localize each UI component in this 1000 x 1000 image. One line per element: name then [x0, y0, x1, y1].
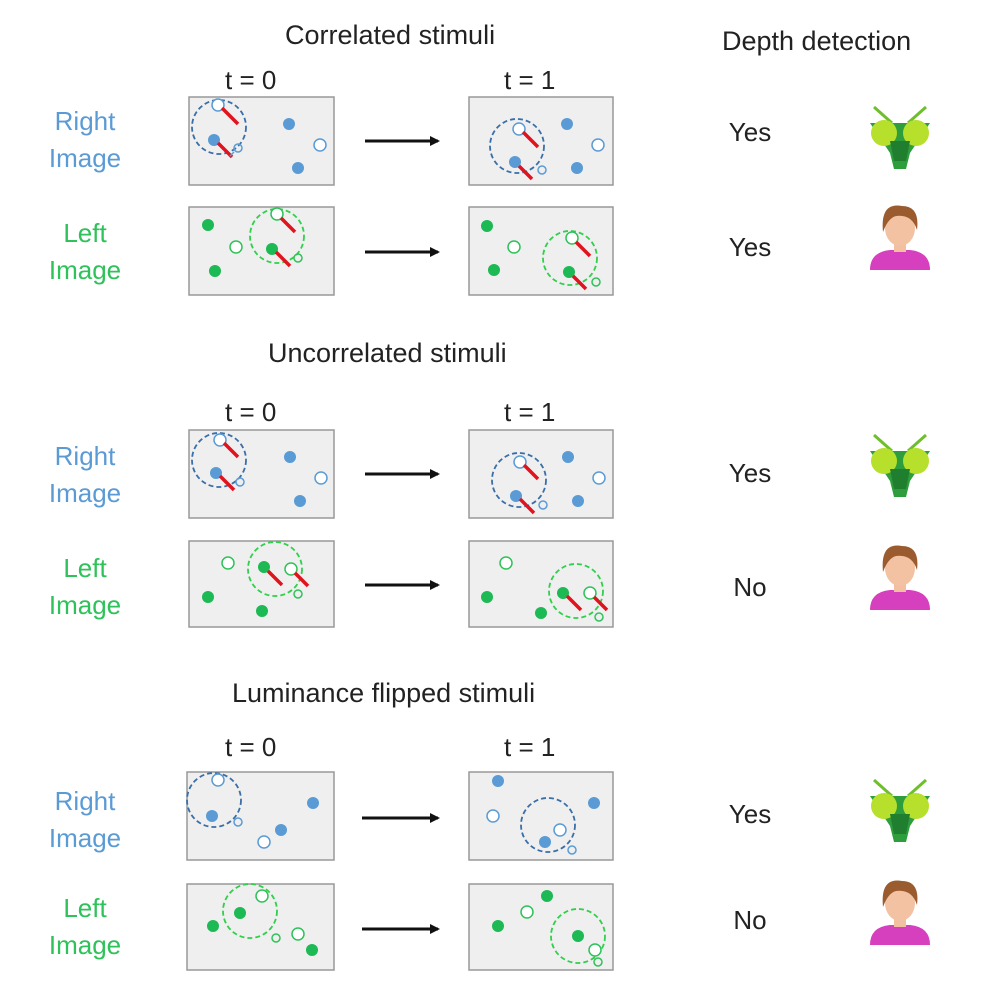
- t1-label: t = 1: [504, 65, 556, 95]
- depth-answer: Yes: [728, 799, 772, 829]
- mantis-icon: [868, 433, 932, 499]
- depth-answer: No: [733, 905, 767, 935]
- stimulus-box-left-t1: [468, 883, 614, 971]
- mantis-icon: [868, 105, 932, 171]
- stimulus-box-right-t1: [468, 771, 614, 861]
- human-icon: [870, 545, 930, 610]
- depth-answer: Yes: [728, 458, 772, 488]
- stimulus-box-left-t1: [468, 206, 614, 296]
- mantis-icon: [868, 778, 932, 844]
- panel-title-luminance-flipped: Luminance flipped stimuli: [232, 678, 536, 708]
- stimulus-box-right-t1: [468, 96, 614, 186]
- t0-label: t = 0: [225, 397, 277, 427]
- t0-label: t = 0: [225, 732, 277, 762]
- depth-answer: Yes: [728, 117, 772, 147]
- human-icon: [870, 880, 930, 945]
- depth-answer: No: [733, 572, 767, 602]
- human-icon: [870, 205, 930, 270]
- stimulus-box-left-t0: [188, 540, 335, 628]
- t0-label: t = 0: [225, 65, 277, 95]
- stimulus-box-right-t0: [186, 771, 335, 861]
- t1-label: t = 1: [504, 732, 556, 762]
- stimulus-box-right-t1: [468, 429, 614, 519]
- panel-title-correlated: Correlated stimuli: [285, 20, 496, 50]
- panel-title-uncorrelated: Uncorrelated stimuli: [268, 338, 507, 368]
- depth-detection-header: Depth detection: [722, 26, 912, 56]
- stimulus-box-left-t1: [468, 540, 614, 628]
- depth-answer: Yes: [728, 232, 772, 262]
- stimulus-box-right-t0: [188, 429, 335, 519]
- stimulus-box-left-t0: [188, 206, 335, 296]
- stimulus-box-right-t0: [188, 96, 335, 186]
- stimulus-box-left-t0: [186, 883, 335, 971]
- t1-label: t = 1: [504, 397, 556, 427]
